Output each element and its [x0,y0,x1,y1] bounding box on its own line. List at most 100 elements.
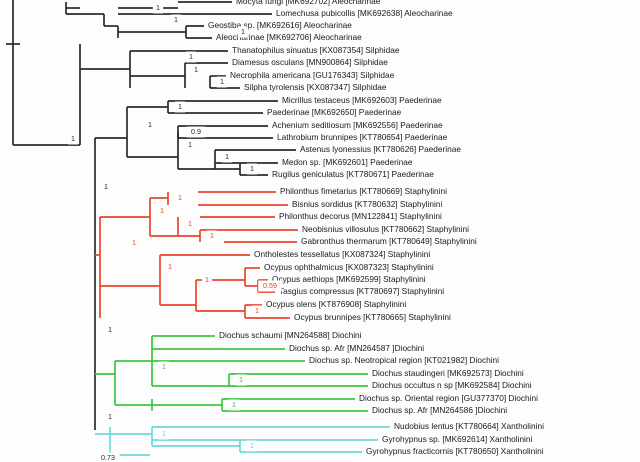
tip-label-necrophila-americana: Necrophila americana [GU176343] Silphida… [230,70,395,80]
support-value-staph-node-main: 1 [128,237,140,249]
support-value-backdrop [67,133,79,145]
support-value-text: 1 [250,164,254,173]
support-value-aleo-node3: 1 [237,26,249,38]
tip-label-rugilus-geniculatus: Rugilus geniculatus [KT780671] Paederina… [272,169,434,179]
support-value-text: 1 [162,362,166,371]
support-value-staph-node-l2: 1 [201,274,213,286]
tip-label-ocypus-ophthalmicus: Ocypus ophthalmicus [KX087323] Staphylin… [264,262,434,272]
support-value-aleo-node2: 1 [170,14,182,26]
support-value-staph-node-u3: 1 [184,218,196,230]
support-value-dio-node-s1: 1 [235,374,247,386]
support-value-text: 1 [132,238,136,247]
support-value-paed-node-09: 0.9 [186,126,206,138]
support-value-text: 1 [108,325,112,334]
support-value-text: 1 [239,375,243,384]
support-value-text: 1 [225,152,229,161]
branch-layer [6,0,262,456]
support-value-backdrop [156,205,168,217]
support-value-backdrop [201,274,213,286]
support-value-text: 1 [148,120,152,129]
tip-label-aleocharinae-mk692706: Aleocharinae [MK692706] Aleocharinae [216,32,362,42]
support-value-paed-node-low2: 1 [246,163,258,175]
support-value-backdrop [104,324,116,336]
support-value-paed-node-mid: 1 [184,139,196,151]
tip-label-diochus-staudingeri: Diochus staudingeri [MK692573] Diochini [372,368,524,378]
support-value-backdrop [246,163,258,175]
support-value-backdrop [184,139,196,151]
support-value-backdrop [158,361,170,373]
tip-label-geostiba-sp: Geostiba sp. [MK692616] Aleocharinae [208,20,352,30]
support-value-text: 1 [220,77,224,86]
support-value-backdrop [174,101,186,113]
tip-label-philonthus-fimetarius: Philonthus fimetarius [KT780669] Staphyl… [280,186,447,196]
support-value-backdrop [184,218,196,230]
support-value-text: 0.73 [101,453,115,462]
support-value-text: 1 [160,206,164,215]
support-value-backbone-node-5: 0.73 [96,452,120,462]
tip-label-ontholestes-tessellatus: Ontholestes tessellatus [KX087324] Staph… [254,249,430,259]
tip-branch-layer [118,1,390,453]
tip-label-paederinae-mk692650: Paederinae [MK692650] Paederinae [267,107,402,117]
tip-label-philonthus-decorus: Philonthus decorus [MN122841] Staphylini… [279,211,442,221]
support-value-text: 1 [250,441,254,450]
tip-label-gyrohypnus-fracticornis: Gyrohypnus fracticornis [KT780650] Xanth… [366,446,544,456]
support-value-staph-node-l3: 1 [251,305,263,317]
support-value-staph-node-l1: 1 [164,261,176,273]
support-value-text: 1 [188,219,192,228]
support-value-backdrop [152,2,164,14]
support-value-xanth-node-sub: 1 [246,440,258,452]
support-value-backdrop [228,399,240,411]
tip-label-diochus-sp-afr-587: Diochus sp. Afr [MN264587 ]Diochini [289,343,424,353]
support-value-backdrop [237,26,249,38]
tip-label-diochus-sp-oriental: Diochus sp. Oriental region [GU377370] D… [359,393,538,403]
support-value-text: 1 [210,231,214,240]
support-value-text: 1 [104,182,108,191]
tip-label-lomechusa-pubicollis: Lomechusa pubicollis [MK692638] Aleochar… [276,8,453,18]
tip-label-diochus-sp-neotropical: Diochus sp. Neotropical region [KT021982… [309,355,499,365]
support-value-backdrop [100,181,112,193]
support-value-backdrop [128,237,140,249]
tip-label-neobisnius-villosulus: Neobisnius villosulus [KT780662] Staphyl… [302,224,469,234]
support-value-backdrop [185,51,197,63]
support-value-backbone-node-4: 1 [104,411,116,423]
support-value-backbone-node-2: 1 [100,181,112,193]
support-value-text: 1 [241,27,245,36]
support-value-text: 1 [194,65,198,74]
tip-label-silpha-tyrolensis: Silpha tyrolensis [KX087347] Silphidae [244,82,387,92]
support-value-backdrop [164,261,176,273]
tip-label-diamesus-osculans: Diamesus osculans [MN900864] Silphidae [232,57,388,67]
support-value-text: 1 [232,400,236,409]
support-value-text: 1 [189,52,193,61]
support-value-backdrop [235,374,247,386]
support-value-staph-node-058: 0.59 [258,280,282,292]
support-value-backdrop [174,192,186,204]
support-value-text: 1 [156,3,160,12]
tip-label-lathrobium-brunnipes: Lathrobium brunnipes [KT780654] Paederin… [277,132,448,142]
support-value-backbone-node-1: 1 [67,133,79,145]
tip-label-diochus-sp-afr-586: Diochus sp. Afr [MN264586 ]Diochini [372,405,507,415]
support-value-backdrop [251,305,263,317]
tip-label-thanatophilus-sinuatus: Thanatophilus sinuatus [KX087354] Silphi… [232,45,400,55]
support-value-silph-node2: 1 [190,64,202,76]
tip-label-astenus-lyonessius: Astenus lyonessius [KT780626] Paederinae [300,144,461,154]
support-value-silph-node1: 1 [185,51,197,63]
support-value-backdrop [221,151,233,163]
support-value-backdrop [206,230,218,242]
tip-label-achenium-seditiosum: Achenium seditiosum [MK692556] Paederina… [272,120,443,130]
tip-label-medon-sp: Medon sp. [MK692601] Paederinae [282,157,413,167]
support-value-backdrop [144,119,156,131]
tip-label-gabronthus-thermarum: Gabronthus thermarum [KT780649] Staphyli… [301,236,477,246]
support-value-paed-node-top: 1 [174,101,186,113]
tip-label-ocypus-brunnipes: Ocypus brunnipes [KT780665] Staphylinini [294,312,451,322]
support-value-staph-node-u2: 1 [156,205,168,217]
tip-label-layer: Mocyta fungi [MK692702] AleocharinaeLome… [208,0,544,456]
support-value-silph-node3: 1 [216,76,228,88]
support-value-backdrop [258,280,282,292]
support-value-paed-node-low: 1 [221,151,233,163]
support-value-paed-node-main: 1 [144,119,156,131]
support-value-text: 1 [255,306,259,315]
support-value-backdrop [96,452,120,462]
tip-label-diochus-schaumi: Diochus schaumi [MN264588] Diochini [219,330,362,340]
